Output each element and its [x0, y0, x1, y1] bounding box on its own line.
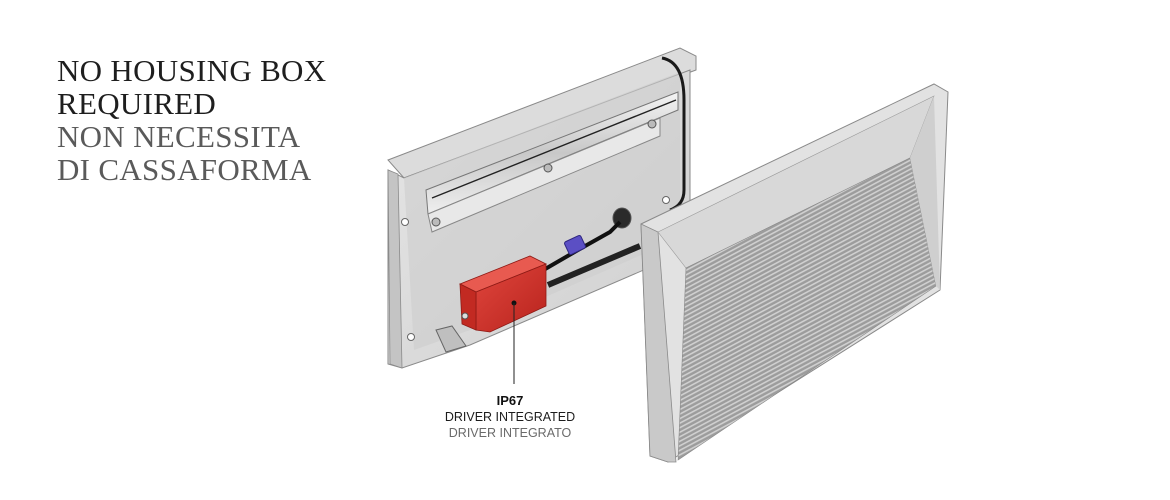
- headline-line-it-1: NON NECESSITA: [57, 119, 301, 154]
- headline-line-en-1: NO HOUSING BOX: [57, 53, 327, 88]
- headline: NO HOUSING BOX REQUIRED NON NECESSITA DI…: [57, 54, 326, 186]
- bottom-bracket: [435, 325, 467, 353]
- headline-line-en-2: REQUIRED: [57, 86, 217, 121]
- cable: [661, 56, 686, 212]
- callout-label-it: DRIVER INTEGRATO: [448, 426, 572, 440]
- callout-label-en: DRIVER INTEGRATED: [444, 410, 576, 424]
- driver-box: [459, 255, 547, 333]
- mounting-rail: [425, 91, 679, 233]
- louvered-front-cover: [640, 83, 949, 463]
- callout-code: IP67: [496, 393, 524, 408]
- driver-callout: IP67 DRIVER INTEGRATED DRIVER INTEGRATO: [410, 393, 610, 441]
- headline-line-it-2: DI CASSAFORMA: [57, 152, 312, 187]
- connector: [564, 235, 586, 255]
